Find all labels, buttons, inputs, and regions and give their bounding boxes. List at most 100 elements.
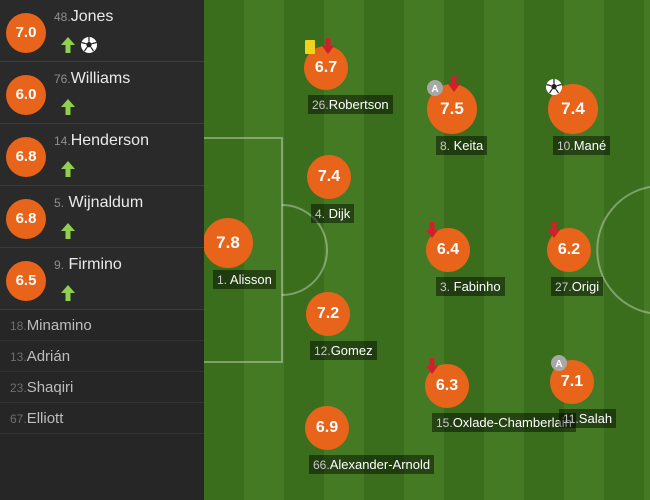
green-arrow-up-icon <box>61 37 75 53</box>
pitch-markings <box>204 137 650 363</box>
player-name: Mané <box>573 138 607 153</box>
player-number: 13. <box>10 350 27 364</box>
player-number: 9. <box>54 258 65 272</box>
green-arrow-up-icon <box>61 285 75 301</box>
event-icons <box>60 160 76 178</box>
player-number: 66. <box>313 458 330 472</box>
player-name-line: 76.Williams <box>54 70 130 88</box>
player-label: 11.Salah <box>559 409 617 428</box>
player-label: 8. Keita <box>436 136 488 155</box>
player-number: 10. <box>557 139 574 153</box>
player-name: Origi <box>571 279 600 294</box>
event-icons <box>60 284 76 302</box>
player-name: Fabinho <box>453 279 501 294</box>
substitute-row[interactable]: 6.0 76.Williams <box>0 62 204 124</box>
player-rating: 6.9 <box>305 406 349 450</box>
player-name: Gomez <box>330 343 373 358</box>
red-arrow-down-icon <box>548 222 560 238</box>
player-name-line: 14.Henderson <box>54 132 149 150</box>
substitute-row[interactable]: 6.8 5. Wijnaldum <box>0 186 204 248</box>
soccer-ball-icon <box>81 37 97 53</box>
player-label: 15.Oxlade-Chamberlain <box>432 413 576 432</box>
player-name-line: 48.Jones <box>54 8 113 26</box>
player-label: 26.Robertson <box>308 95 393 114</box>
player-rating: 6.8 <box>6 137 46 177</box>
lineup-sidebar: 7.0 48.Jones 6.0 76.Williams 6.8 14.Hend… <box>0 0 204 500</box>
player-name: Williams <box>70 70 131 87</box>
player-name: Shaqiri <box>26 379 74 396</box>
yellow-card-icon <box>305 40 315 54</box>
player-rating: 6.0 <box>6 75 46 115</box>
player-number: 67. <box>10 412 27 426</box>
player-number: 8. <box>440 139 451 153</box>
player-rating: 7.4 <box>307 155 351 199</box>
red-arrow-down-icon <box>322 38 334 54</box>
player-name: Elliott <box>26 410 64 427</box>
player-number: 26. <box>312 98 329 112</box>
player-number: 23. <box>10 381 27 395</box>
player-name: Adrián <box>26 348 71 365</box>
player-number: 14. <box>54 134 71 148</box>
player-number: 76. <box>54 72 71 86</box>
green-arrow-up-icon <box>61 99 75 115</box>
player-number: 18. <box>10 319 27 333</box>
player-label: 27.Origi <box>551 277 604 296</box>
substitute-row[interactable]: 6.5 9. Firmino <box>0 248 204 310</box>
green-arrow-up-icon <box>61 161 75 177</box>
bench-row[interactable]: 67.Elliott <box>0 403 204 434</box>
player-number: 12. <box>314 344 331 358</box>
player-name: Robertson <box>328 97 389 112</box>
assist-letter: A <box>431 84 438 95</box>
player-label: 12.Gomez <box>310 341 377 360</box>
bench-row[interactable]: 18.Minamino <box>0 310 204 341</box>
player-number: 3. <box>440 280 451 294</box>
event-icons <box>60 36 98 54</box>
player-number: 11. <box>563 412 579 426</box>
player-label: 10.Mané <box>553 136 611 155</box>
event-icons <box>60 222 76 240</box>
player-rating: 6.5 <box>6 261 46 301</box>
red-arrow-down-icon <box>426 222 438 238</box>
player-name: Keita <box>453 138 484 153</box>
substitute-row[interactable]: 6.8 14.Henderson <box>0 124 204 186</box>
player-label: 3. Fabinho <box>436 277 505 296</box>
player-name: Dijk <box>328 206 351 221</box>
player-name: Firmino <box>68 256 122 273</box>
player-name: Salah <box>578 411 613 426</box>
player-number: 5. <box>54 196 65 210</box>
player-rating: 6.2 <box>547 228 591 272</box>
player-rating: 6.8 <box>6 199 46 239</box>
player-number: 27. <box>555 280 572 294</box>
player-number: 15. <box>436 416 453 430</box>
soccer-ball-icon <box>546 79 562 95</box>
player-name: Alisson <box>229 272 272 287</box>
red-arrow-down-icon <box>448 76 460 92</box>
player-rating: 7.1 <box>550 360 594 404</box>
player-name: Wijnaldum <box>68 194 144 211</box>
player-number: 48. <box>54 10 71 24</box>
player-name: Minamino <box>26 317 92 334</box>
player-rating: 7.2 <box>306 292 350 336</box>
assist-letter: A <box>555 359 562 370</box>
green-arrow-up-icon <box>61 223 75 239</box>
player-label: 66.Alexander-Arnold <box>309 455 435 474</box>
player-number: 1. <box>217 273 228 287</box>
player-number: 4. <box>315 207 326 221</box>
player-name: Henderson <box>70 132 149 149</box>
player-rating: 7.0 <box>6 13 46 53</box>
player-name: Jones <box>70 8 114 25</box>
assist-badge-icon: A <box>427 80 443 96</box>
bench-row[interactable]: 23.Shaqiri <box>0 372 204 403</box>
player-label: 1. Alisson <box>213 270 276 289</box>
player-name-line: 5. Wijnaldum <box>54 194 143 212</box>
player-name: Alexander-Arnold <box>329 457 431 472</box>
substitute-row[interactable]: 7.0 48.Jones <box>0 0 204 62</box>
player-name-line: 9. Firmino <box>54 256 122 274</box>
player-label: 4. Dijk <box>311 204 355 223</box>
player-rating: 7.8 <box>204 218 253 268</box>
bench-row[interactable]: 13.Adrián <box>0 341 204 372</box>
assist-badge-icon: A <box>551 355 567 371</box>
pitch: 7.8 1. Alisson 6.7 26.Robertson 7.4 4. D… <box>204 0 650 500</box>
event-icons <box>60 98 76 116</box>
player-name: Oxlade-Chamberlain <box>452 415 572 430</box>
